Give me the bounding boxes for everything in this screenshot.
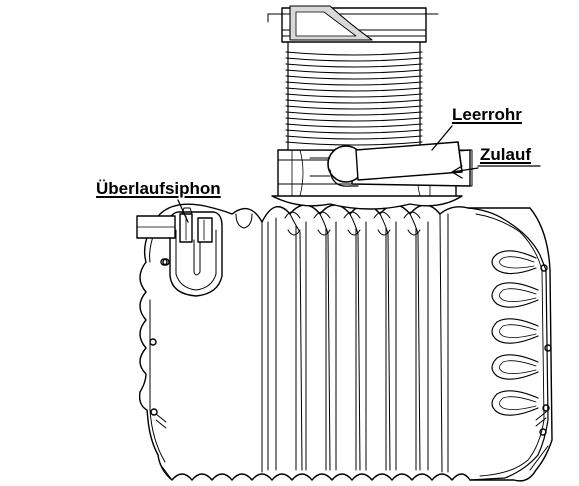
label-ueberlaufsiphon: Überlaufsiphon <box>96 179 221 198</box>
label-zulauf: Zulauf <box>480 145 531 164</box>
riser-rings <box>286 52 422 145</box>
label-leaders <box>178 126 540 222</box>
label-leerrohr: Leerrohr <box>452 105 522 124</box>
overflow-siphon <box>137 208 222 296</box>
end-cap-ribs <box>492 251 538 415</box>
riser-pipe <box>268 6 438 150</box>
tank-body <box>140 204 552 481</box>
left-wall-waves <box>160 214 548 480</box>
body-ribs <box>262 214 448 472</box>
rib-top-lobes <box>285 212 420 235</box>
inlet-area <box>310 142 472 186</box>
